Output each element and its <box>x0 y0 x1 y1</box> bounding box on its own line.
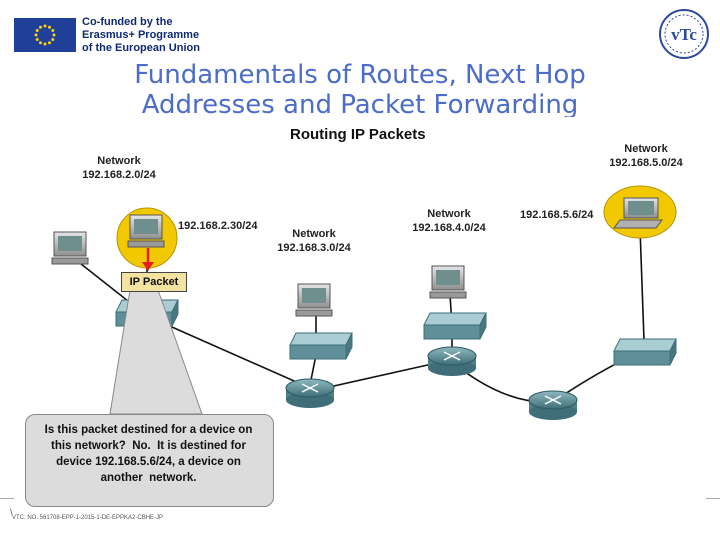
vtc-logo: vTc <box>658 8 710 60</box>
pc-icon <box>295 283 333 317</box>
eu-funding-text: Co-funded by the Erasmus+ Programme of t… <box>82 16 200 54</box>
slide-title: Fundamentals of Routes, Next Hop Address… <box>134 60 586 120</box>
pc-icon <box>429 265 467 299</box>
footer-project-code: VTC: NO. 561708-EPP-1-2015-1-DE-EPPKA2-C… <box>12 515 164 521</box>
router-icon <box>427 346 477 376</box>
switch-icon <box>289 332 353 360</box>
footer-rule-right <box>706 498 720 499</box>
router-icon <box>285 378 335 408</box>
router-icon <box>528 390 578 420</box>
switch-icon <box>423 312 487 340</box>
diagram-subtitle: Routing IP Packets <box>290 126 426 143</box>
pc-icon <box>51 231 89 265</box>
vtc-logo-text: vTc <box>671 25 697 44</box>
packet-arrow-icon <box>142 248 154 271</box>
network-label-192-168-5: Network 192.168.5.0/24 <box>609 143 683 169</box>
network-label-192-168-4: Network 192.168.4.0/24 <box>412 208 486 234</box>
footer-rule-left <box>0 498 14 499</box>
source-host-address: 192.168.2.30/24 <box>178 220 258 232</box>
switch-icon <box>613 338 677 366</box>
ip-packet-label: IP Packet <box>121 272 187 292</box>
network-label-192-168-3: Network 192.168.3.0/24 <box>277 228 351 254</box>
callout-bubble <box>25 414 274 507</box>
network-label-192-168-2: Network 192.168.2.0/24 <box>82 155 156 181</box>
laptop-icon <box>613 197 663 229</box>
eu-flag-logo <box>14 18 76 52</box>
title-crop-mask <box>0 117 720 129</box>
callout-text: Is this packet destined for a device on … <box>44 424 253 484</box>
pc-icon <box>127 214 165 248</box>
dest-host-address: 192.168.5.6/24 <box>520 209 594 221</box>
footer-mark: \ <box>10 507 13 517</box>
